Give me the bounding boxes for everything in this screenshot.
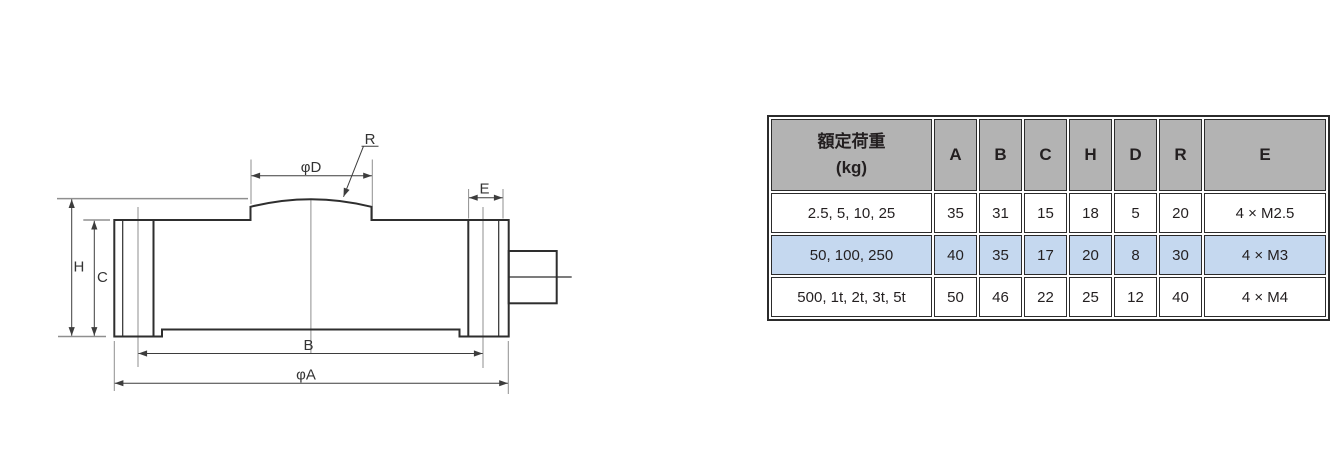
header-col-d: D bbox=[1114, 119, 1157, 191]
cell-b: 31 bbox=[979, 193, 1022, 233]
extension-lines bbox=[57, 197, 248, 338]
cell-load: 2.5, 5, 10, 25 bbox=[771, 193, 932, 233]
header-rated-load-unit: (kg) bbox=[835, 158, 868, 177]
cell-r: 30 bbox=[1159, 235, 1202, 275]
cell-e: 4 × M2.5 bbox=[1204, 193, 1326, 233]
header-col-h: H bbox=[1069, 119, 1112, 191]
cell-a: 50 bbox=[934, 277, 977, 317]
cell-d: 5 bbox=[1114, 193, 1157, 233]
cell-e: 4 × M4 bbox=[1204, 277, 1326, 317]
dim-label-c: C bbox=[97, 269, 108, 286]
dimension-drawing: H C φD R E B φA bbox=[57, 131, 572, 394]
header-rated-load-title: 額定荷重 bbox=[817, 131, 886, 151]
cell-d: 12 bbox=[1114, 277, 1157, 317]
cell-h: 18 bbox=[1069, 193, 1112, 233]
dim-label-phid: φD bbox=[301, 159, 322, 176]
header-col-r: R bbox=[1159, 119, 1202, 191]
cell-load: 500, 1t, 2t, 3t, 5t bbox=[771, 277, 932, 317]
cell-c: 22 bbox=[1024, 277, 1067, 317]
body-outline bbox=[113, 198, 510, 338]
header-rated-load: 額定荷重 (kg) bbox=[771, 119, 932, 191]
cell-c: 17 bbox=[1024, 235, 1067, 275]
header-col-c: C bbox=[1024, 119, 1067, 191]
cell-e: 4 × M3 bbox=[1204, 235, 1326, 275]
load-cell-body bbox=[113, 198, 572, 338]
cell-h: 20 bbox=[1069, 235, 1112, 275]
cell-r: 20 bbox=[1159, 193, 1202, 233]
dimension-labels: H C φD R E B φA bbox=[74, 131, 490, 384]
cell-r: 40 bbox=[1159, 277, 1202, 317]
spec-table: 額定荷重 (kg) A B C H D R E 2.5, 5, 10, 25 3… bbox=[767, 115, 1330, 321]
r-leader-line bbox=[343, 146, 364, 197]
spec-table-header-row: 額定荷重 (kg) A B C H D R E bbox=[771, 119, 1326, 191]
cell-c: 15 bbox=[1024, 193, 1067, 233]
header-col-e: E bbox=[1204, 119, 1326, 191]
cell-a: 35 bbox=[934, 193, 977, 233]
dim-label-e: E bbox=[479, 181, 489, 198]
cell-b: 46 bbox=[979, 277, 1022, 317]
dim-label-h: H bbox=[74, 259, 85, 276]
dim-label-phia: φA bbox=[296, 367, 316, 384]
spec-row-small-capacity: 2.5, 5, 10, 25 35 31 15 18 5 20 4 × M2.5 bbox=[771, 193, 1326, 233]
dim-label-b: B bbox=[303, 337, 313, 354]
spec-row-large-capacity: 500, 1t, 2t, 3t, 5t 50 46 22 25 12 40 4 … bbox=[771, 277, 1326, 317]
cell-d: 8 bbox=[1114, 235, 1157, 275]
header-col-a: A bbox=[934, 119, 977, 191]
cell-a: 40 bbox=[934, 235, 977, 275]
cell-load: 50, 100, 250 bbox=[771, 235, 932, 275]
dimension-lines bbox=[68, 145, 508, 387]
extension-lines-thin bbox=[113, 159, 509, 394]
dim-label-r: R bbox=[365, 131, 376, 148]
header-col-b: B bbox=[979, 119, 1022, 191]
cell-b: 35 bbox=[979, 235, 1022, 275]
cell-h: 25 bbox=[1069, 277, 1112, 317]
spec-row-mid-capacity: 50, 100, 250 40 35 17 20 8 30 4 × M3 bbox=[771, 235, 1326, 275]
